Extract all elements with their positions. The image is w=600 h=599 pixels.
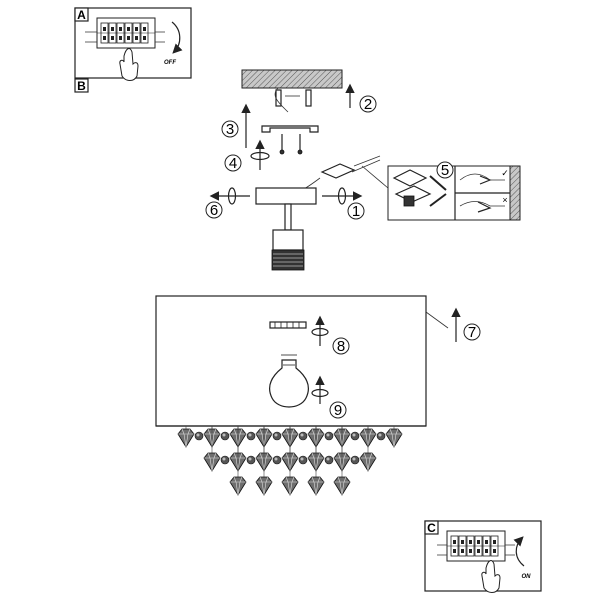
step-3-label: 3 bbox=[226, 121, 234, 138]
wire-bad-mark: × bbox=[502, 195, 507, 205]
crystal-bead bbox=[220, 455, 230, 465]
wiring-detail: ✓ × 5 bbox=[361, 161, 521, 221]
fuse-box-c bbox=[446, 530, 506, 562]
panel-c-switch-on: C ON bbox=[424, 520, 542, 593]
crystal-drop bbox=[177, 428, 195, 448]
step-2-arrow: 2 bbox=[345, 83, 377, 113]
step-7-arrow: 7 bbox=[425, 307, 481, 342]
step-1-label: 1 bbox=[352, 203, 360, 220]
crystal-bead bbox=[272, 455, 282, 465]
crystal-drop bbox=[203, 452, 221, 472]
terminal-block bbox=[301, 155, 381, 191]
shade-clip bbox=[269, 321, 307, 329]
step-8-label: 8 bbox=[337, 338, 345, 355]
step-6-arrow: 6 bbox=[205, 187, 250, 219]
step-4-arrow: 4 bbox=[224, 139, 270, 172]
screwdriver-icon bbox=[429, 175, 447, 207]
step-3-arrow: 3 bbox=[221, 103, 251, 148]
wire-bad: × bbox=[459, 195, 508, 213]
step-6-label: 6 bbox=[210, 202, 218, 219]
crystal-drop bbox=[359, 452, 377, 472]
crystal-bead bbox=[246, 431, 256, 441]
panel-a-letter: A bbox=[77, 8, 86, 22]
crystal-drop bbox=[281, 476, 299, 496]
crystal-drop bbox=[307, 476, 325, 496]
connector-block-icon bbox=[392, 169, 432, 207]
step-7-label: 7 bbox=[468, 324, 476, 341]
crystal-bead bbox=[298, 455, 308, 465]
crystal-bead bbox=[376, 431, 386, 441]
crystal-bead bbox=[246, 455, 256, 465]
step-9-label: 9 bbox=[334, 402, 342, 419]
wall-plugs bbox=[274, 87, 312, 113]
light-bulb-icon bbox=[269, 354, 309, 408]
crystal-drop bbox=[385, 428, 403, 448]
step-9-arrow: 9 bbox=[311, 375, 347, 419]
step-4-label: 4 bbox=[229, 155, 237, 172]
crystal-bead bbox=[298, 431, 308, 441]
crystal-bead bbox=[350, 431, 360, 441]
fuse-box-a bbox=[96, 17, 156, 49]
panel-b-letter: B bbox=[77, 79, 86, 93]
crystal-drop bbox=[255, 476, 273, 496]
crystal-bead bbox=[220, 431, 230, 441]
panel-a-switch-off: A OFF bbox=[74, 7, 192, 81]
step-2-label: 2 bbox=[364, 96, 372, 113]
crystal-drop bbox=[229, 476, 247, 496]
wire-ok-mark: ✓ bbox=[501, 168, 509, 178]
rotate-arrow-icon bbox=[171, 21, 183, 54]
ceiling-block bbox=[241, 69, 343, 89]
crystal-bead bbox=[194, 431, 204, 441]
mounting-bracket bbox=[261, 125, 319, 155]
crystal-bead bbox=[324, 455, 334, 465]
wire-ok: ✓ bbox=[459, 168, 509, 185]
panel-a-caption: OFF bbox=[164, 60, 176, 66]
rotate-arrow-icon bbox=[513, 536, 525, 567]
crystal-bead bbox=[272, 431, 282, 441]
panel-b-label: B bbox=[74, 78, 89, 93]
canopy bbox=[255, 187, 317, 271]
panel-c-caption: ON bbox=[522, 574, 532, 580]
step-1-arrow: 1 bbox=[322, 187, 365, 220]
step-5-label: 5 bbox=[441, 162, 449, 179]
crystal-drop bbox=[333, 476, 351, 496]
step-8-arrow: 8 bbox=[311, 315, 350, 355]
crystal-drops bbox=[177, 426, 403, 496]
panel-c-letter: C bbox=[427, 521, 436, 535]
crystal-bead bbox=[350, 455, 360, 465]
crystal-bead bbox=[324, 431, 334, 441]
